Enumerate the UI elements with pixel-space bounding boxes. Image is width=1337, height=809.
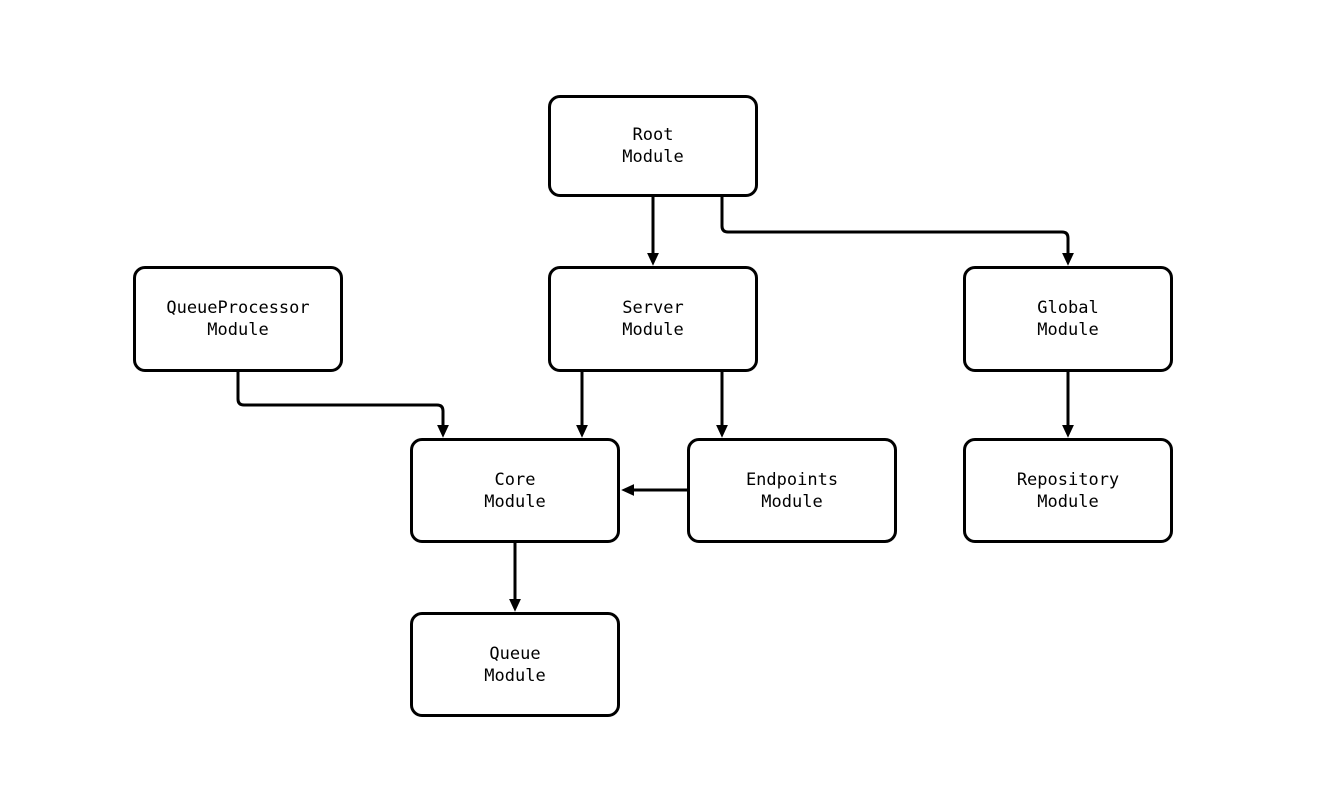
node-core-label-line2: Module (484, 491, 546, 512)
node-repository[interactable]: Repository Module (963, 438, 1173, 543)
node-server-label-line2: Module (622, 320, 684, 340)
node-endpoints-label-line2: Module (761, 491, 823, 512)
node-endpoints[interactable]: Endpoints Module (687, 438, 897, 543)
node-queue-label-line2: Module (484, 665, 546, 686)
node-server-label-line1: Server (622, 298, 684, 318)
node-root-label-line1: Root (632, 125, 674, 145)
node-queueprocessor[interactable]: QueueProcessor Module (133, 266, 343, 372)
node-core-label-line1: Core (494, 469, 536, 490)
node-repository-label-line2: Module (1037, 491, 1099, 512)
node-queueprocessor-label-line2: Module (207, 320, 269, 340)
node-queueprocessor-label-line1: QueueProcessor (166, 298, 310, 318)
node-root-label-line2: Module (622, 147, 684, 167)
node-core[interactable]: Core Module (410, 438, 620, 543)
node-queue-label-line1: Queue (489, 643, 541, 664)
node-endpoints-label-line1: Endpoints (745, 469, 839, 490)
node-root[interactable]: Root Module (548, 95, 758, 197)
node-global-label-line2: Module (1037, 320, 1099, 340)
edge-queueprocessor-to-core (236, 372, 449, 438)
node-queue[interactable]: Queue Module (410, 612, 620, 717)
node-global[interactable]: Global Module (963, 266, 1173, 372)
node-repository-label-line1: Repository (1016, 469, 1120, 490)
edge-root-to-global (720, 197, 1074, 266)
node-server[interactable]: Server Module (548, 266, 758, 372)
node-global-label-line1: Global (1037, 298, 1099, 318)
